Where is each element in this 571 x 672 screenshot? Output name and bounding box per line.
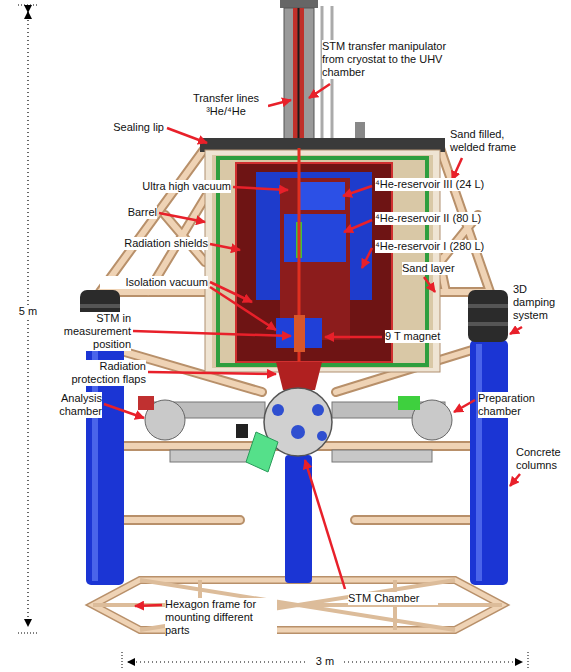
hexagon-tube <box>93 580 502 630</box>
leader-arrow <box>510 327 522 334</box>
leader-arrow <box>167 128 207 143</box>
reservoir-two <box>284 214 346 262</box>
protection-flaps <box>276 362 322 390</box>
part-label: Preparation chamber <box>478 392 558 418</box>
central-column <box>285 455 312 583</box>
leader-arrow <box>233 187 288 190</box>
damping-system <box>468 290 508 342</box>
leader-arrow <box>133 331 291 336</box>
part-label: Sand filled, welded frame <box>450 128 530 154</box>
dimension-line <box>27 12 28 626</box>
leader-arrow <box>325 336 382 339</box>
dimension-tick <box>18 633 38 634</box>
part-label: Sealing lip <box>92 121 164 134</box>
manipulator-cap <box>280 0 318 8</box>
part-label: Analysis chamber <box>40 392 102 418</box>
part-label: 9 T magnet <box>385 330 455 343</box>
dimension-tick <box>18 5 38 6</box>
leader-arrow <box>305 460 345 589</box>
lid-knob <box>355 122 365 138</box>
transfer-line <box>293 8 304 148</box>
leader-arrow <box>159 213 205 222</box>
leader-arrow <box>510 474 520 486</box>
column-highlight <box>476 344 482 581</box>
part-label: ⁴He-reservoir III (24 L) <box>375 178 525 191</box>
part-label: Transfer lines ³He/⁴He <box>184 92 268 118</box>
part-label: Concrete columns <box>516 446 568 472</box>
damper-band <box>468 304 508 308</box>
part-label: Radiation shields <box>95 237 208 250</box>
leader-arrow <box>309 84 330 98</box>
dimension-line-fix <box>28 11 29 12</box>
part-label: ⁴He-reservoir II (80 L) <box>375 212 525 225</box>
hexagon-outline <box>93 580 502 630</box>
hexagon-frame <box>93 580 502 630</box>
leader-arrows <box>104 84 522 606</box>
dimension-line <box>128 662 330 663</box>
flange <box>312 404 324 416</box>
leader-arrow <box>343 186 372 196</box>
dimension-tick <box>528 652 529 670</box>
flange <box>317 431 327 441</box>
leader-arrow <box>268 100 291 106</box>
flange <box>272 404 284 416</box>
part-label: Isolation vacuum <box>100 276 208 289</box>
concrete-column <box>470 340 508 585</box>
part-label: Radiation protection flaps <box>55 360 146 386</box>
part-label: STM transfer manipulator from cryostat t… <box>322 40 454 79</box>
leader-arrow <box>104 404 144 418</box>
radiation-shield <box>236 163 392 362</box>
stm-head <box>294 315 305 352</box>
part-label: Barrel <box>110 206 157 219</box>
hexagon-crossbars <box>93 580 502 630</box>
leader-arrow <box>362 248 372 268</box>
part-label: STM in measurement position <box>55 312 131 351</box>
black-part <box>236 424 248 438</box>
green-component <box>398 396 420 410</box>
leader-arrow <box>454 400 475 412</box>
leader-arrow <box>210 287 276 330</box>
damper-band <box>468 322 508 326</box>
dimension-label: 5 m <box>10 305 46 318</box>
leader-arrow <box>148 372 276 374</box>
damper-band <box>80 304 120 308</box>
flange <box>291 425 305 439</box>
part-label: ⁴He-reservoir I (280 L) <box>375 240 525 253</box>
transfer-line-core <box>298 8 300 148</box>
wobble-stick <box>246 432 278 472</box>
part-label: Sand layer <box>402 262 472 275</box>
inner-shield <box>280 178 350 340</box>
part-label: Hexagon frame for mounting different par… <box>165 598 277 637</box>
leader-arrow <box>344 220 372 232</box>
leader-arrow <box>452 158 462 180</box>
pipe <box>332 450 432 462</box>
reservoir-three <box>300 182 345 210</box>
part-label: STM Chamber <box>348 592 438 605</box>
red-component <box>138 396 154 410</box>
leader-arrow <box>424 277 435 292</box>
part-label: 3D damping system <box>513 283 568 322</box>
leader-arrow <box>135 605 162 606</box>
leader-arrow <box>210 244 240 250</box>
dimension-label: 3 m <box>308 655 342 668</box>
dimension-tick <box>122 652 123 670</box>
part-label: Ultra high vacuum <box>118 180 231 193</box>
